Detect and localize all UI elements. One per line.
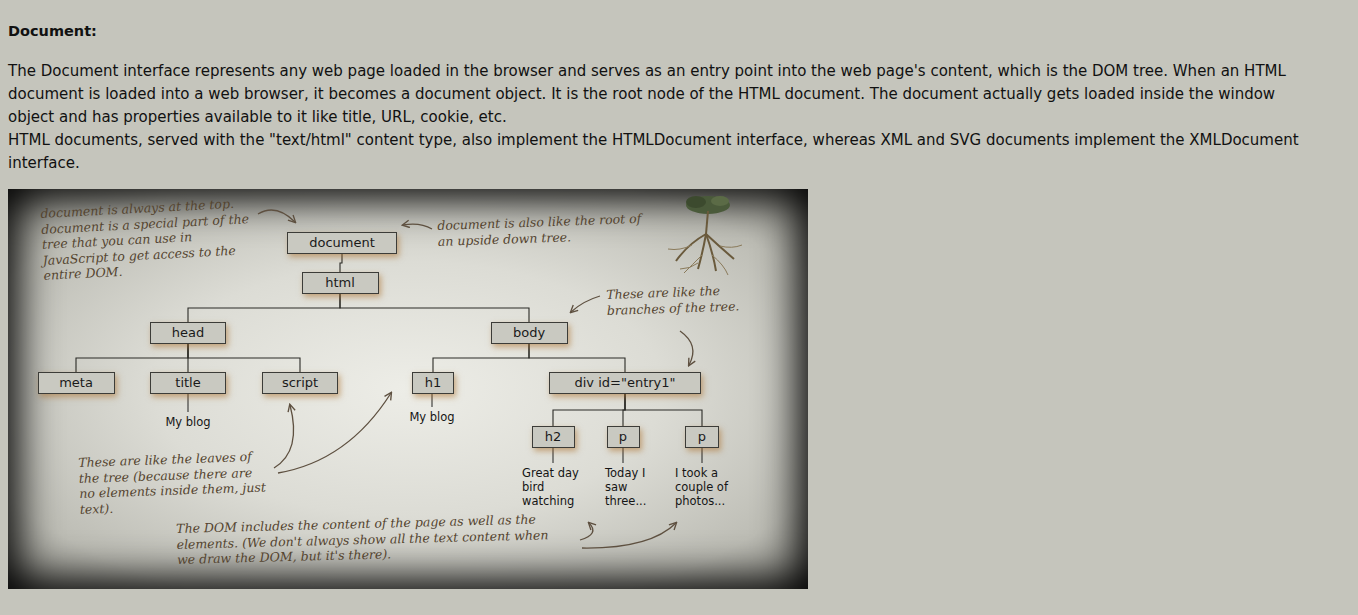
body-paragraph: The Document interface represents any we… <box>8 60 1313 129</box>
callout-arrow <box>278 393 391 473</box>
element-name: div id="entry1" <box>574 375 675 390</box>
element-box: meta <box>38 372 115 394</box>
element-box: document <box>287 232 397 254</box>
element-name: title <box>175 375 200 390</box>
tree-branch <box>553 394 625 426</box>
tree-branch <box>340 254 342 272</box>
callout-arrow <box>403 224 432 229</box>
element-name: document <box>309 235 375 250</box>
tree-branch <box>76 344 188 372</box>
callout-arrow <box>258 210 295 222</box>
element-name: h2 <box>545 429 562 444</box>
element-name: p <box>698 429 706 444</box>
callout-arrows <box>258 210 693 548</box>
element-box: script <box>262 372 338 394</box>
element-name: p <box>619 429 627 444</box>
dom-tree-illustration: document html head body meta title script h1 div… <box>8 189 808 589</box>
leader-line <box>702 448 703 463</box>
tree-branch <box>433 344 529 372</box>
element-box: body <box>491 322 568 344</box>
handwritten-note: These are like the leaves of the tree (b… <box>78 448 268 517</box>
tree-branch <box>188 344 300 372</box>
text-leaf: My blog <box>392 410 472 424</box>
callout-arrow <box>680 331 693 365</box>
element-name: h1 <box>425 375 442 390</box>
element-box: head <box>150 322 226 344</box>
tree-picture <box>668 196 742 275</box>
handwritten-note: document is also like the root of an ups… <box>437 211 643 249</box>
text-leaf: My blog <box>148 415 228 429</box>
element-box: title <box>150 372 226 394</box>
element-box: h2 <box>532 426 575 448</box>
element-box: p <box>685 426 719 448</box>
paragraph-block: The Document interface represents any we… <box>8 60 1313 175</box>
element-box: p <box>607 426 640 448</box>
leader-line <box>432 394 433 407</box>
tree-branch <box>188 294 340 322</box>
handwritten-note: document is always at the top. document … <box>40 195 262 284</box>
callout-arrow <box>580 523 593 540</box>
callout-arrow <box>582 523 676 548</box>
text-leaf: I took a couple of photos... <box>675 466 741 508</box>
text-leaf: Today I saw three... <box>605 466 659 508</box>
tree-branch <box>625 394 702 426</box>
element-name: meta <box>59 375 93 390</box>
element-name: script <box>282 375 318 390</box>
leader-line <box>188 394 189 412</box>
element-box: div id="entry1" <box>549 372 701 394</box>
tree-branch <box>529 344 625 372</box>
element-box: h1 <box>412 372 454 394</box>
tree-branch <box>340 294 529 322</box>
callout-arrow <box>571 296 600 312</box>
element-box: html <box>302 272 379 294</box>
element-name: head <box>172 325 204 340</box>
leader-lines <box>188 394 702 463</box>
handwritten-note: These are like the branches of the tree. <box>606 282 757 318</box>
page-heading: Document: <box>8 22 97 40</box>
element-name: body <box>513 325 545 340</box>
body-paragraph: HTML documents, served with the "text/ht… <box>8 129 1313 175</box>
heading-text: Document: <box>8 23 97 39</box>
handwritten-note: The DOM includes the content of the page… <box>176 511 569 568</box>
element-name: html <box>325 275 355 290</box>
leader-line <box>623 448 624 463</box>
callout-arrow <box>274 405 294 468</box>
text-leaf: Great day bird watching <box>522 466 586 508</box>
leader-line <box>553 448 554 463</box>
